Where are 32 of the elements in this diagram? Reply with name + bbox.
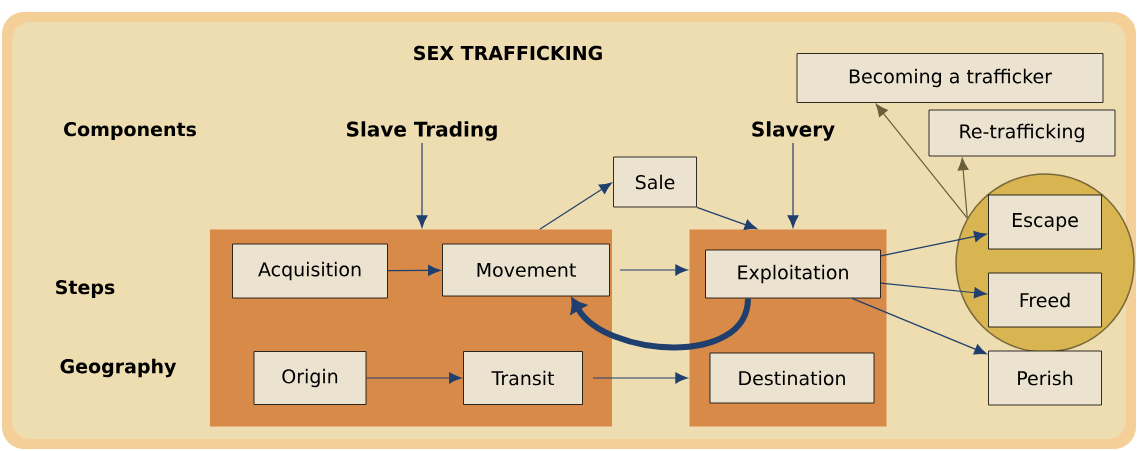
arrow [957, 158, 969, 219]
arrow [416, 142, 428, 228]
step-box: Origin [253, 351, 367, 405]
arrow [880, 282, 987, 299]
step-box: Escape [988, 194, 1102, 250]
step-box: Movement [442, 243, 610, 297]
row-label: Steps [56, 280, 115, 299]
step-box: Sale [613, 156, 697, 208]
step-box: Freed [988, 272, 1102, 328]
arrow [570, 297, 751, 351]
arrow [365, 372, 462, 384]
arrow [875, 104, 968, 219]
arrow [387, 264, 441, 276]
step-box: Transit [463, 351, 583, 405]
arrow [539, 182, 612, 230]
arrow [851, 297, 987, 355]
arrow [880, 231, 987, 257]
step-box: Acquisition [232, 243, 388, 299]
component-heading: Slavery [752, 121, 835, 141]
arrow [787, 142, 799, 228]
step-box: Destination [709, 352, 875, 404]
component-heading: Slave Trading [347, 121, 497, 141]
arrow [696, 206, 757, 230]
arrow [592, 372, 688, 384]
row-label: Geography [60, 358, 177, 378]
arrow [619, 264, 688, 276]
step-box: Perish [988, 350, 1102, 406]
step-box: Exploitation [705, 249, 881, 299]
title: SEX TRAFFICKING [414, 45, 602, 61]
step-box: Becoming a trafficker [796, 53, 1104, 103]
step-box: Re-trafficking [928, 109, 1116, 157]
row-label: Components [64, 122, 196, 141]
